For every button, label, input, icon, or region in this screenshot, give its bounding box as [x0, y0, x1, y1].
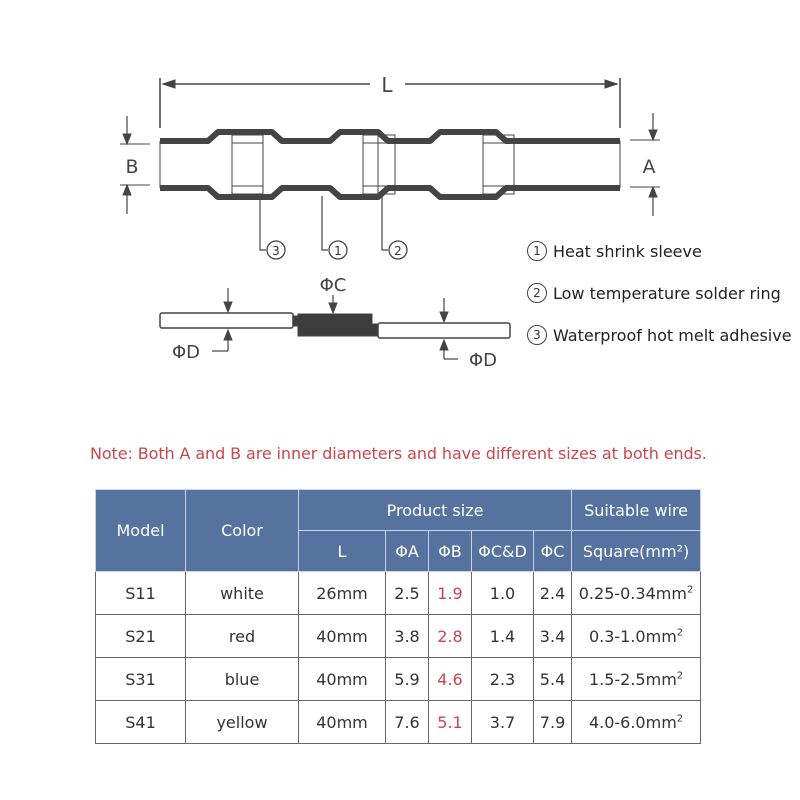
cell-wire: 0.3-1.0mm2	[571, 614, 702, 658]
cell-phi-c: 3.4	[532, 614, 573, 658]
header-square: Square(mm²)	[571, 530, 702, 572]
callout-sleeve: 1	[334, 244, 342, 258]
wire-splice-diagram: ΦC ΦD ΦD	[159, 275, 511, 371]
cell-phi-cd: 2.3	[471, 657, 534, 701]
cell-phi-c: 5.4	[532, 657, 573, 701]
cell-wire: 0.25-0.34mm2	[571, 571, 702, 615]
table-row: S11 white 26mm 2.5 1.9 1.0 2.4 0.25-0.34…	[95, 571, 702, 615]
header-l: L	[298, 530, 386, 572]
cell-phi-b: 1.9	[428, 571, 472, 615]
header-phi-b: ΦB	[428, 530, 472, 572]
cell-wire: 4.0-6.0mm2	[571, 700, 702, 744]
header-phi-cd: ΦC&D	[471, 530, 534, 572]
legend-item-solder: 2 Low temperature solder ring	[527, 283, 781, 303]
connector-diagram: L B A 3 1 2	[120, 73, 660, 260]
cell-phi-cd: 1.0	[471, 571, 534, 615]
legend-number: 2	[527, 283, 547, 303]
legend-item-sleeve: 1 Heat shrink sleeve	[527, 241, 702, 261]
cell-phi-b: 2.8	[428, 614, 472, 658]
cell-phi-c: 2.4	[532, 571, 573, 615]
cell-wire: 1.5-2.5mm2	[571, 657, 702, 701]
cell-phi-b: 5.1	[428, 700, 472, 744]
header-color: Color	[185, 489, 299, 572]
cell-l: 40mm	[298, 614, 386, 658]
cell-phi-cd: 3.7	[471, 700, 534, 744]
cell-phi-b: 4.6	[428, 657, 472, 701]
legend-number: 1	[527, 241, 547, 261]
spec-table: Model Color Product size Suitable wire L…	[95, 489, 702, 744]
callout-adhesive: 3	[272, 244, 280, 258]
header-product-size: Product size	[297, 489, 573, 531]
header-phi-a: ΦA	[385, 530, 429, 572]
cell-color: white	[185, 571, 299, 615]
cell-phi-cd: 1.4	[471, 614, 534, 658]
note-text: Note: Both A and B are inner diameters a…	[90, 444, 707, 463]
cell-model: S31	[95, 657, 186, 701]
phi-d-left-label: ΦD	[172, 342, 200, 363]
table-row: S31 blue 40mm 5.9 4.6 2.3 5.4 1.5-2.5mm2	[95, 657, 702, 701]
legend-number: 3	[527, 325, 547, 345]
table-row: S21 red 40mm 3.8 2.8 1.4 3.4 0.3-1.0mm2	[95, 614, 702, 658]
cell-model: S21	[95, 614, 186, 658]
table-row: S41 yellow 40mm 7.6 5.1 3.7 7.9 4.0-6.0m…	[95, 700, 702, 744]
cell-color: blue	[185, 657, 299, 701]
cell-color: yellow	[185, 700, 299, 744]
legend-item-adhesive: 3 Waterproof hot melt adhesive	[527, 325, 792, 345]
header-suitable-wire: Suitable wire	[571, 489, 702, 531]
cell-color: red	[185, 614, 299, 658]
cell-l: 40mm	[298, 657, 386, 701]
cell-l: 40mm	[298, 700, 386, 744]
cell-model: S11	[95, 571, 186, 615]
legend-label: Heat shrink sleeve	[553, 241, 702, 261]
phi-d-right-label: ΦD	[469, 350, 497, 371]
callout-solder: 2	[394, 244, 402, 258]
b-dimension-label: B	[125, 156, 138, 178]
phi-c-label: ΦC	[320, 275, 347, 296]
legend-label: Waterproof hot melt adhesive	[553, 325, 792, 345]
cell-l: 26mm	[298, 571, 386, 615]
cell-phi-a: 2.5	[385, 571, 429, 615]
header-model: Model	[95, 489, 186, 572]
a-dimension-label: A	[643, 156, 656, 178]
cell-phi-a: 3.8	[385, 614, 429, 658]
header-phi-c: ΦC	[532, 530, 573, 572]
cell-phi-a: 7.6	[385, 700, 429, 744]
legend-label: Low temperature solder ring	[553, 283, 781, 303]
length-label: L	[381, 73, 393, 97]
cell-phi-c: 7.9	[532, 700, 573, 744]
cell-model: S41	[95, 700, 186, 744]
cell-phi-a: 5.9	[385, 657, 429, 701]
